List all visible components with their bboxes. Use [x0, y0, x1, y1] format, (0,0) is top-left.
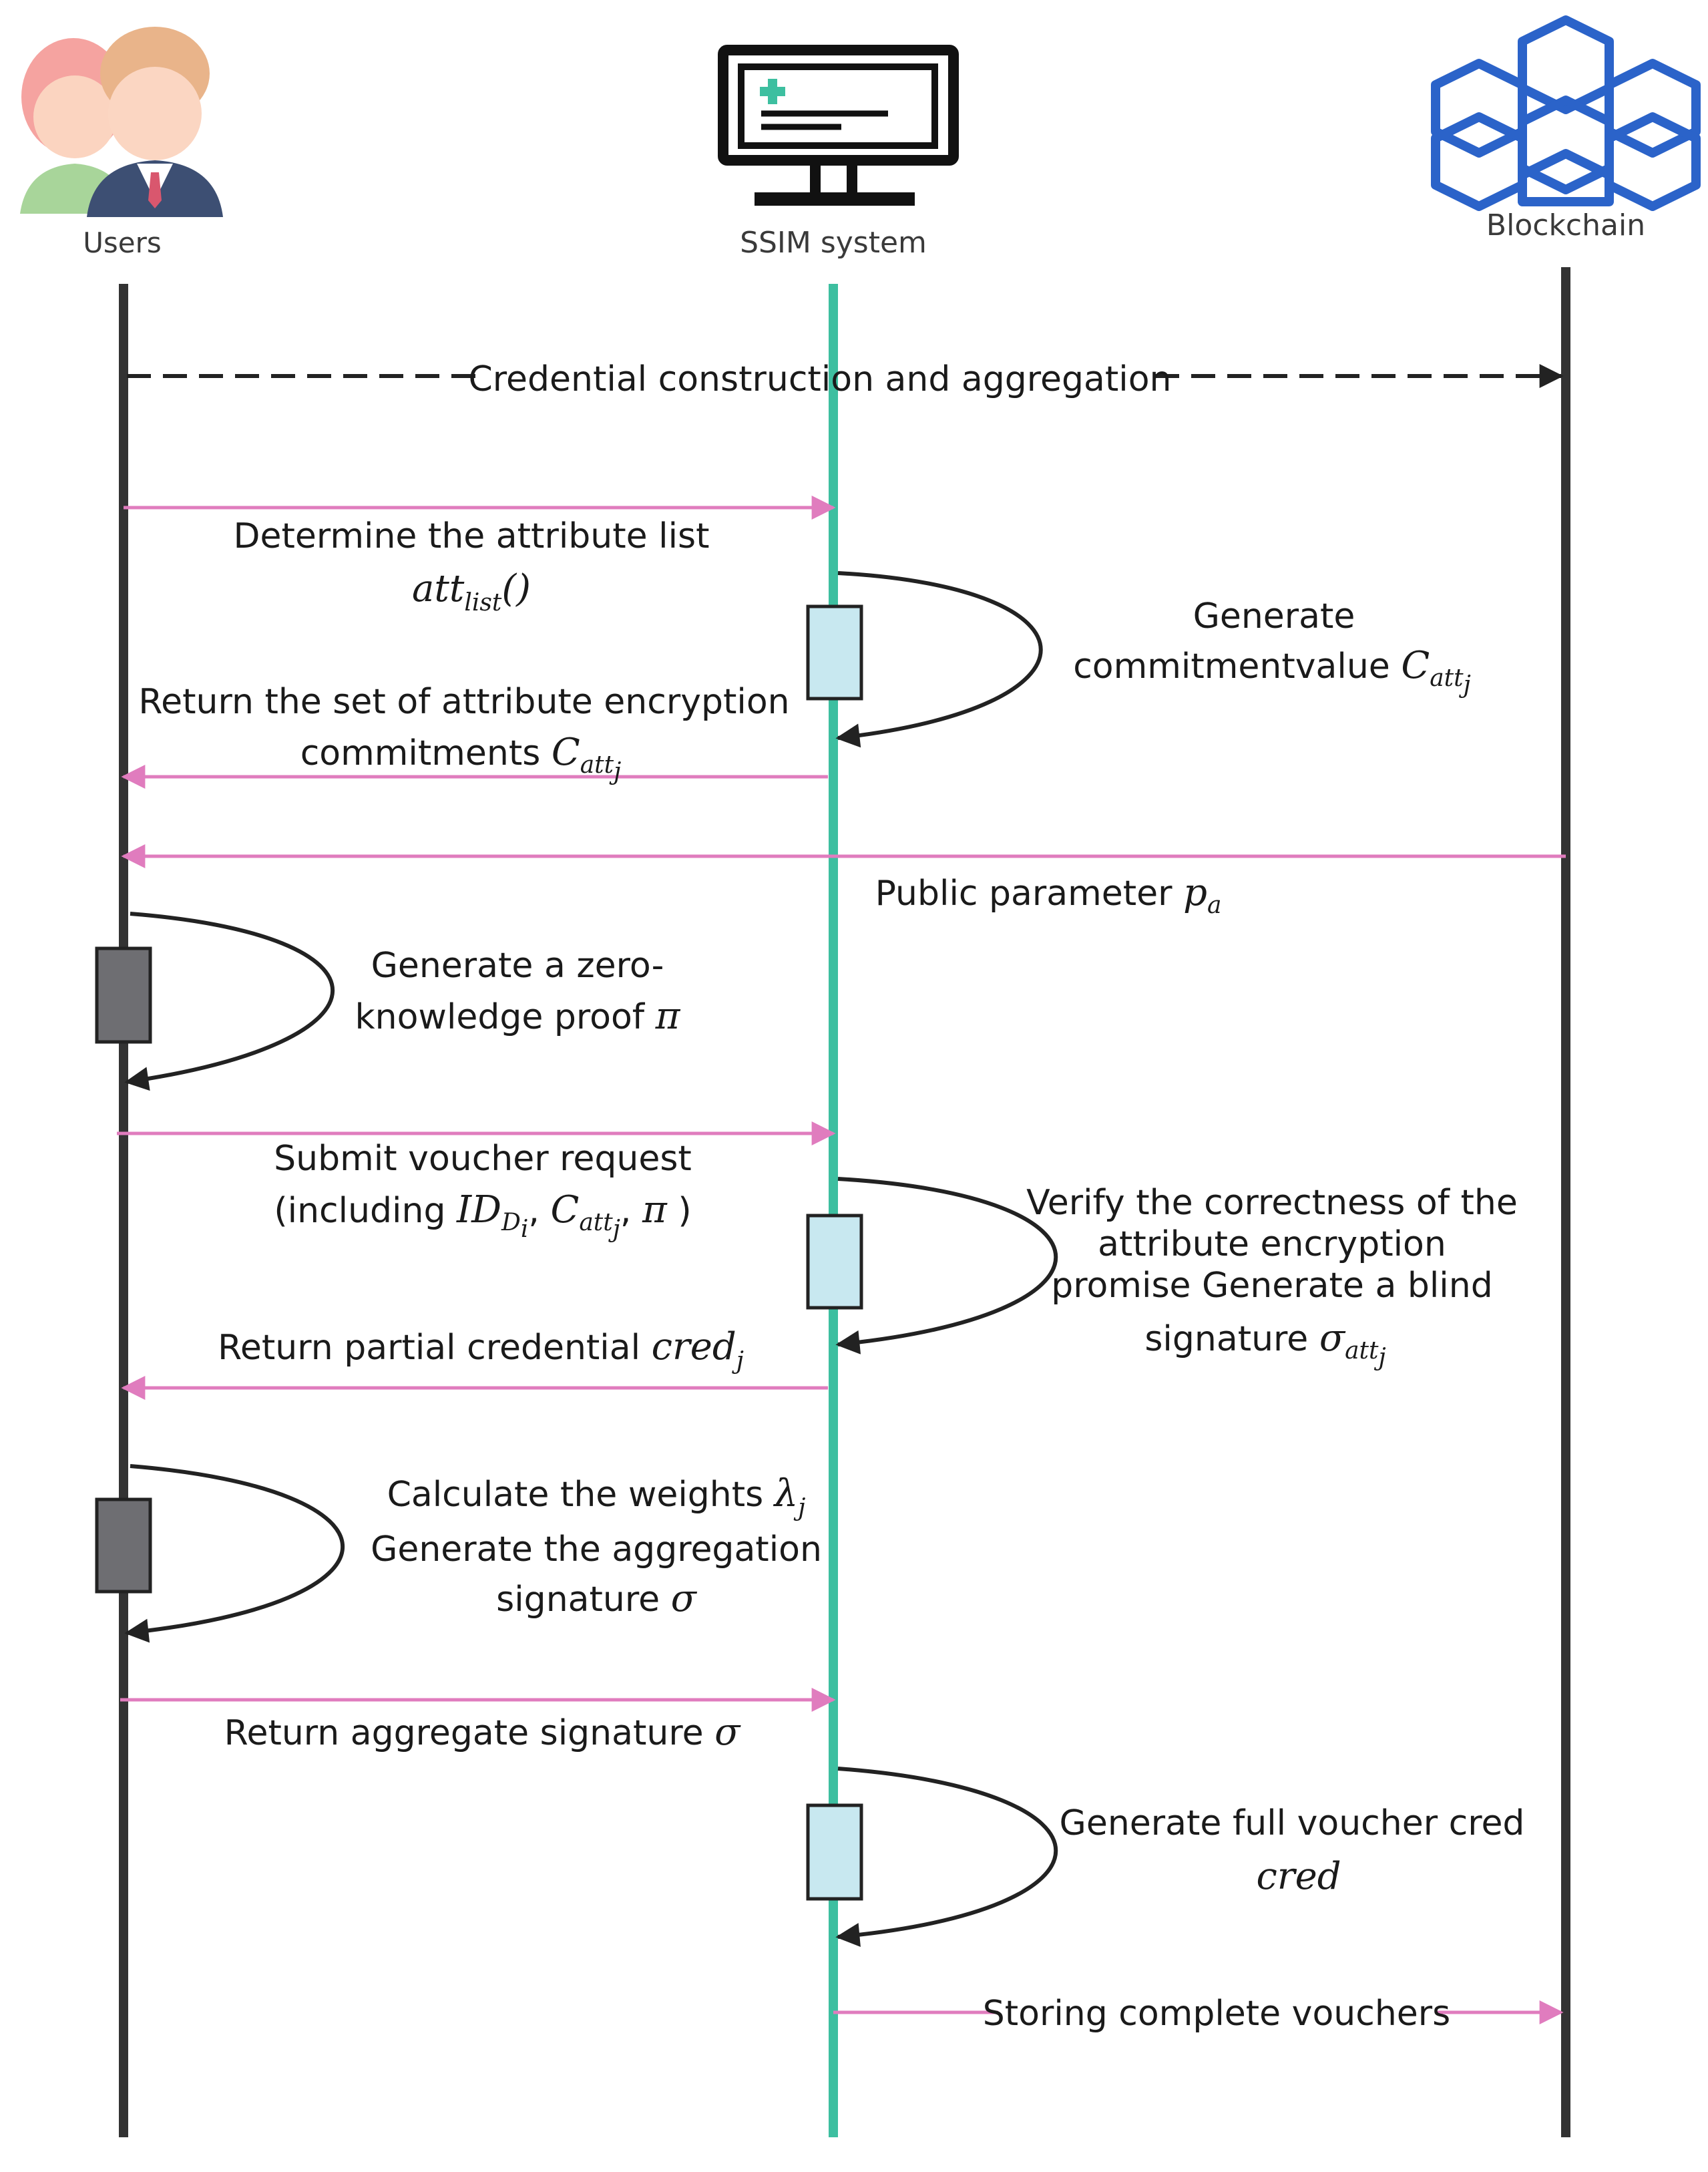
math-C: C — [1401, 644, 1430, 687]
self-call-label-5a: Generate full voucher cred — [1060, 1803, 1525, 1843]
self-call-label-1b: commitmentvalue Cattj — [1073, 644, 1471, 699]
math-paren: () — [501, 567, 531, 610]
message-label-8: Storing complete vouchers — [983, 1994, 1451, 2034]
self-call-arrow-4 — [124, 1464, 345, 1643]
self-call-label-4c: signature σ — [496, 1577, 697, 1620]
system-label: SSIM system — [740, 226, 927, 260]
self-call-label-5b: cred — [1256, 1855, 1341, 1898]
self-call-label-4b: Generate the aggregation — [371, 1529, 822, 1570]
monitor-icon — [718, 45, 959, 206]
math-att: att — [412, 567, 465, 610]
self-call-label-3d: signature σattj — [1144, 1316, 1385, 1371]
blockchain-icon — [1431, 15, 1701, 211]
message-label-2: Determine the attribute list — [233, 516, 709, 556]
self-call-label-1a: Generate — [1193, 596, 1355, 637]
self-call-label-4a: Calculate the weights λj — [387, 1472, 806, 1521]
message-label-4: Public parameter pa — [875, 871, 1222, 919]
self-call-arrow-2 — [124, 912, 335, 1091]
activation-box-2 — [95, 946, 152, 1044]
self-call-label-3a: Verify the correctness of the — [1026, 1183, 1518, 1223]
activation-box-1 — [806, 604, 863, 701]
self-call-label-2a: Generate a zero- — [371, 946, 664, 986]
activation-box-3 — [806, 1214, 863, 1310]
message-label-6: Return partial credential credj — [218, 1325, 744, 1375]
message-label-3a: Return the set of attribute encryption — [138, 682, 789, 722]
activation-box-5 — [806, 1803, 863, 1901]
self-call-label-2b: knowledge proof π — [355, 994, 681, 1038]
message-label-5a: Submit voucher request — [274, 1139, 692, 1179]
users-label: Users — [83, 226, 162, 259]
message-formula-2: attlist() — [412, 567, 531, 616]
message-label-1: Credential construction and aggregation — [468, 359, 1171, 399]
message-label-7: Return aggregate signature σ — [224, 1710, 741, 1754]
activation-box-4 — [95, 1497, 152, 1594]
users-icon — [20, 27, 223, 217]
message-label-3b: commitments Cattj — [300, 731, 622, 785]
self-call-arrow-5 — [835, 1767, 1058, 1947]
math-sub-list: list — [464, 589, 502, 616]
self-call-label-3c: promise Generate a blind — [1051, 1266, 1492, 1306]
self-call-arrow-3 — [835, 1177, 1058, 1354]
self-call-label-3b: attribute encryption — [1098, 1224, 1446, 1264]
message-label-5b: (including IDDi, Cattj, π ) — [274, 1188, 691, 1243]
self-call-arrow-1 — [835, 571, 1043, 748]
blockchain-label: Blockchain — [1486, 208, 1645, 242]
